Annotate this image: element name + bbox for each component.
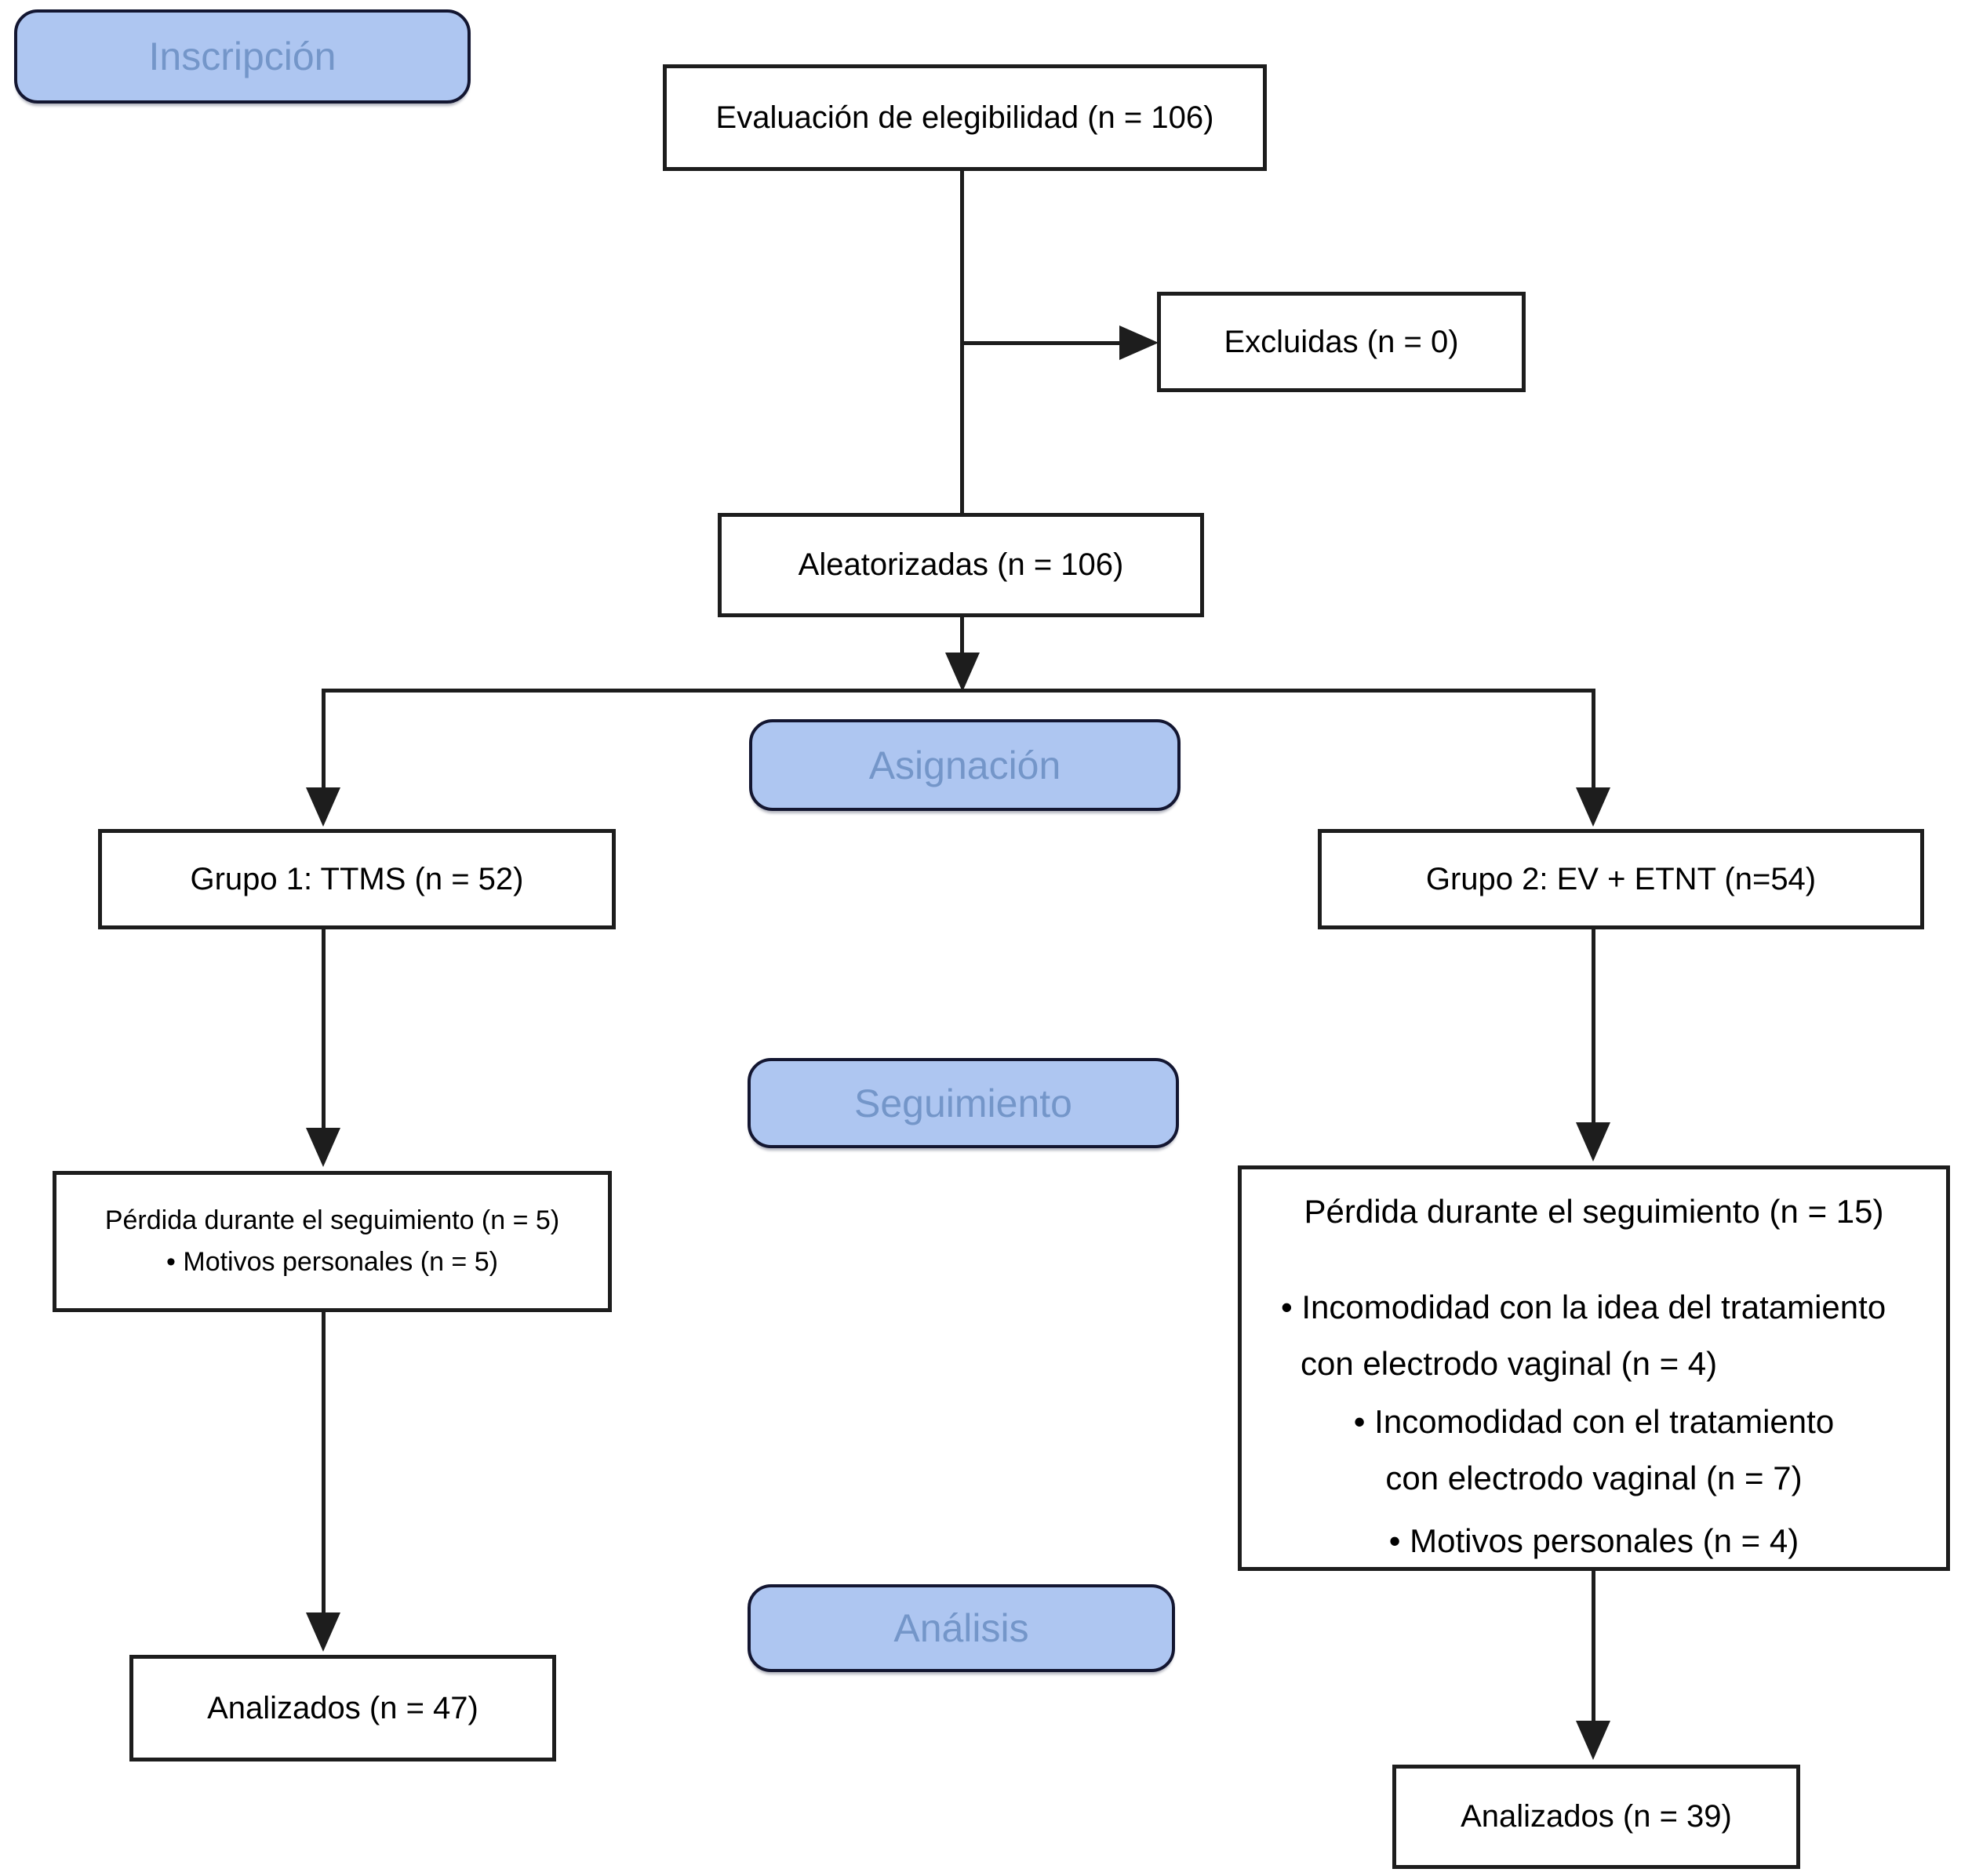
connector-lost2-analyzed2: [1592, 1571, 1595, 1722]
stage-label-enrollment-text: Inscripción: [148, 35, 337, 78]
lost-followup-group1-box: Pérdida durante el seguimiento (n = 5) •…: [53, 1171, 612, 1312]
stage-label-allocation: Asignación: [749, 719, 1181, 811]
connector-group1-lost: [322, 929, 326, 1129]
connector-split-group1: [322, 689, 326, 789]
connector-group2-lost: [1592, 929, 1595, 1124]
connector-lost1-analyzed1: [322, 1312, 326, 1614]
excluded-box-text: Excluidas (n = 0): [1224, 324, 1459, 359]
stage-label-analysis-text: Análisis: [893, 1606, 1029, 1650]
lost-group2-bullet2-line1: • Incomodidad con el tratamiento: [1353, 1403, 1835, 1440]
group2-box-text: Grupo 2: EV + ETNT (n=54): [1425, 861, 1817, 896]
stage-label-enrollment: Inscripción: [14, 9, 471, 104]
connector-eligibility-randomized: [960, 171, 964, 514]
group1-box: Grupo 1: TTMS (n = 52): [98, 829, 616, 929]
lost-group1-line1: Pérdida durante el seguimiento (n = 5): [104, 1205, 560, 1235]
eligibility-box-text: Evaluación de elegibilidad (n = 106): [715, 100, 1214, 135]
arrowhead-analyzed-group1: [306, 1612, 340, 1652]
stage-label-followup-text: Seguimiento: [854, 1081, 1072, 1125]
arrowhead-lost-group1: [306, 1128, 340, 1167]
arrowhead-split: [945, 653, 980, 692]
arrowhead-group2: [1576, 787, 1610, 827]
arrowhead-lost-group2: [1576, 1122, 1610, 1162]
lost-group2-bullet1-line2: con electrodo vaginal (n = 4): [1301, 1345, 1718, 1382]
lost-group2-title: Pérdida durante el seguimiento (n = 15): [1304, 1193, 1884, 1230]
stage-label-analysis: Análisis: [748, 1584, 1175, 1672]
excluded-box: Excluidas (n = 0): [1157, 292, 1526, 392]
randomized-box-text: Aleatorizadas (n = 106): [798, 547, 1124, 582]
connector-split-group2: [1592, 689, 1595, 789]
lost-group1-line2: • Motivos personales (n = 5): [166, 1247, 498, 1277]
randomized-box: Aleatorizadas (n = 106): [718, 513, 1204, 617]
arrowhead-analyzed-group2: [1576, 1721, 1610, 1760]
group1-box-text: Grupo 1: TTMS (n = 52): [190, 861, 524, 896]
arrowhead-group1: [306, 787, 340, 827]
analyzed-group1-text: Analizados (n = 47): [207, 1690, 478, 1725]
lost-group2-bullet1-line1: • Incomodidad con la idea del tratamient…: [1281, 1289, 1886, 1325]
split-line: [322, 689, 1595, 693]
analyzed-group1-box: Analizados (n = 47): [129, 1655, 556, 1761]
analyzed-group2-text: Analizados (n = 39): [1461, 1799, 1732, 1834]
connector-randomized-split: [960, 617, 964, 656]
lost-group2-bullet2-line2: con electrodo vaginal (n = 7): [1385, 1460, 1803, 1496]
stage-label-followup: Seguimiento: [748, 1058, 1179, 1148]
arrowhead-excluded: [1119, 325, 1159, 360]
stage-label-allocation-text: Asignación: [868, 743, 1061, 787]
connector-eligibility-excluded: [962, 341, 1119, 345]
analyzed-group2-box: Analizados (n = 39): [1392, 1765, 1800, 1869]
lost-followup-group2-box: Pérdida durante el seguimiento (n = 15) …: [1238, 1165, 1950, 1571]
group2-box: Grupo 2: EV + ETNT (n=54): [1318, 829, 1924, 929]
lost-group2-bullet3: • Motivos personales (n = 4): [1388, 1522, 1799, 1559]
eligibility-box: Evaluación de elegibilidad (n = 106): [663, 64, 1267, 171]
